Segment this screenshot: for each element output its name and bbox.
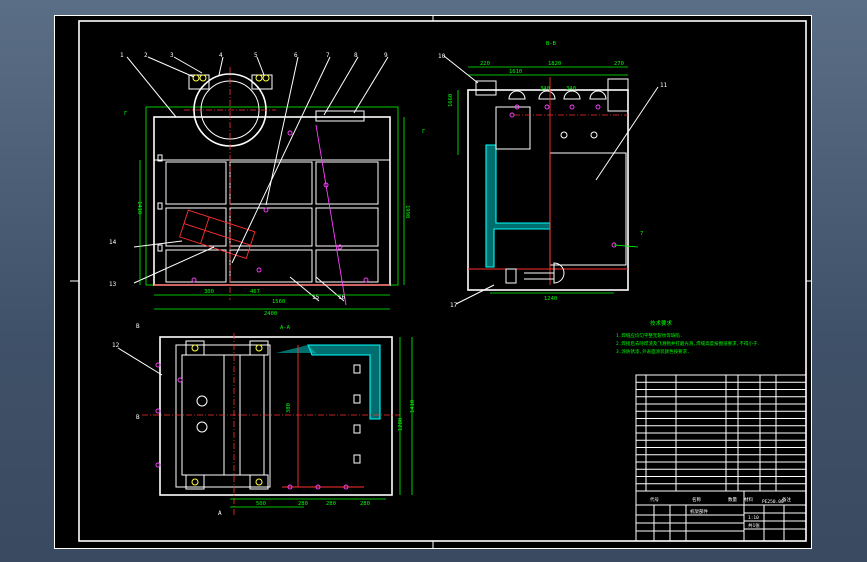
- svg-text:Γ: Γ: [124, 111, 128, 117]
- sheet-count: 共1张: [748, 522, 760, 529]
- balloon-16: 16: [338, 294, 346, 301]
- dim-1990: 1990: [404, 205, 410, 218]
- dim-2400: 2400: [264, 311, 277, 317]
- hdr-material: 材料: [744, 496, 753, 503]
- marker-a: A: [218, 510, 222, 517]
- section-aa-view: A-A: [112, 325, 416, 517]
- cad-drawing: 1 2 3 4 5 6 7 8 9 14 13 15 16 300 467 15…: [54, 15, 812, 549]
- assembly-name: 机架部件: [690, 508, 708, 515]
- dim-1410b: 1410: [410, 400, 416, 413]
- hdr-code: 代号: [650, 496, 659, 503]
- section-aa-title: A-A: [280, 325, 291, 331]
- svg-text:Γ: Γ: [422, 129, 426, 135]
- drawing-number: PE250.00: [762, 499, 784, 505]
- dim-340a: 340: [540, 86, 550, 92]
- dim-280a: 280: [298, 501, 308, 507]
- balloon-4: 4: [219, 52, 223, 59]
- dim-1820: 1820: [548, 61, 561, 67]
- balloon-2: 2: [144, 52, 148, 59]
- notes-title: 技术要求: [650, 319, 673, 327]
- balloon-7: 7: [326, 52, 330, 59]
- balloon-3: 3: [170, 52, 174, 59]
- dim-1560: 1560: [272, 299, 285, 305]
- balloon-1: 1: [120, 52, 124, 59]
- scale: 1:10: [748, 515, 759, 521]
- technical-notes: 技术要求 1.焊缝应均匀平整无裂纹等缺陷. 2.焊接后去除焊渣及飞溅物并打磨光滑…: [616, 319, 760, 355]
- balloon-7b: 7: [640, 231, 643, 237]
- dim-467: 467: [250, 289, 260, 295]
- dim-1200: 1200: [398, 418, 404, 431]
- balloon-12: 12: [112, 342, 120, 349]
- notes-line-3: 3.涂防锈漆,外表面涂装颜色按要求.: [616, 348, 690, 355]
- marker-b2: B: [136, 414, 140, 421]
- dim-300: 300: [204, 289, 214, 295]
- balloon-9: 9: [384, 52, 388, 59]
- hdr-qty: 数量: [728, 496, 737, 503]
- section-bb-view: B-B 220 1820: [438, 41, 668, 309]
- notes-line-1: 1.焊缝应均匀平整无裂纹等缺陷.: [616, 332, 683, 339]
- balloon-15: 15: [312, 294, 320, 301]
- dim-380: 380: [286, 403, 292, 413]
- marker-b: B: [136, 323, 140, 330]
- balloon-14: 14: [109, 239, 117, 246]
- dim-1240: 1240: [544, 296, 557, 302]
- notes-line-2: 2.焊接后去除焊渣及飞溅物并打磨光滑,焊缝高度按图纸要求,不得小于.: [616, 340, 760, 347]
- dim-1660: 1660: [448, 94, 454, 107]
- dim-220: 220: [480, 61, 490, 67]
- dim-340b: 340: [566, 86, 576, 92]
- inner-border: [78, 20, 807, 542]
- dim-280c: 280: [360, 501, 370, 507]
- dim-1410: 1410: [136, 201, 142, 214]
- hdr-note: 备注: [782, 496, 791, 503]
- balloon-5: 5: [254, 52, 258, 59]
- title-block: 代号 名称 数量 材料 备注 PE250.00 机架部件 1:10 共1张: [635, 374, 807, 542]
- balloon-10: 10: [438, 53, 446, 60]
- balloon-13: 13: [109, 281, 117, 288]
- dim-280b: 280: [326, 501, 336, 507]
- balloon-8: 8: [354, 52, 358, 59]
- dim-1610: 1610: [509, 69, 522, 75]
- dim-500: 500: [256, 501, 266, 507]
- hdr-name: 名称: [692, 496, 701, 503]
- front-view: 1 2 3 4 5 6 7 8 9 14 13 15 16 300 467 15…: [109, 52, 426, 330]
- dim-270: 270: [614, 61, 624, 67]
- drawing-sheet: 1 2 3 4 5 6 7 8 9 14 13 15 16 300 467 15…: [54, 15, 812, 549]
- balloon-11: 11: [660, 82, 668, 89]
- balloon-17: 17: [450, 302, 458, 309]
- balloon-6: 6: [294, 52, 298, 59]
- section-bb-title: B-B: [546, 41, 557, 47]
